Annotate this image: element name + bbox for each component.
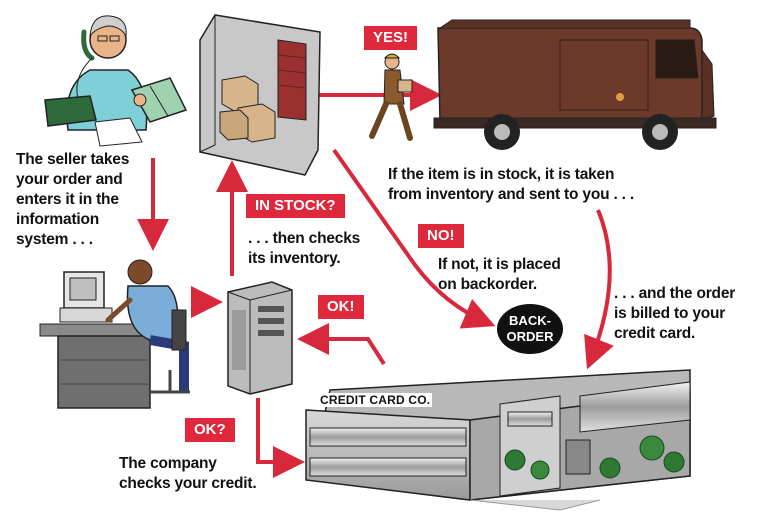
backorder-badge: BACK- ORDER [497,304,563,354]
in-stock-caption: If the item is in stock, it is taken fro… [388,166,634,203]
server-icon [227,281,293,395]
billed-caption: . . . and the order is billed to your cr… [614,285,736,342]
yes-tag: YES! [364,26,418,50]
credit-card-building-icon [305,369,691,511]
inventory-caption: . . . then checks its inventory. [248,230,361,267]
seller-phone-icon [44,15,188,147]
ok-question-tag: OK? [185,418,235,442]
seller-caption: The seller takes your order and enters i… [16,151,130,248]
in-stock-tag: IN STOCK? [246,194,345,218]
delivery-van-icon [433,19,717,150]
arrow-warehouse-to-backorder [332,148,496,329]
building-sign: CREDIT CARD CO. [318,393,433,407]
delivery-worker-icon [369,53,413,141]
warehouse-icon [199,14,321,176]
backorder-caption: If not, it is placed on backorder. [438,256,561,293]
ok-tag: OK! [318,295,364,319]
computer-operator-icon [39,259,190,409]
flow-arrows [137,79,614,478]
arrow-building-to-server [297,323,386,366]
arrow-server-to-building [256,398,305,478]
arrow-van-to-building [584,209,614,370]
credit-check-caption: The company checks your credit. [119,455,257,492]
no-tag: NO! [418,224,464,248]
